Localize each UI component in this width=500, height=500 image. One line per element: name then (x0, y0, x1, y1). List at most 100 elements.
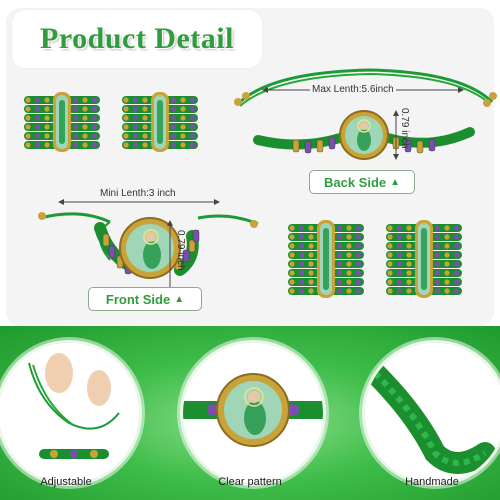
bead (355, 261, 362, 267)
bead (132, 106, 139, 112)
bead (189, 142, 196, 148)
bead (387, 288, 393, 294)
bead (434, 225, 441, 231)
bead (170, 124, 177, 130)
bead (444, 252, 450, 258)
mini-length-label: Mini Lenth:3 inch (98, 188, 178, 199)
bead (298, 243, 305, 249)
bead (453, 288, 460, 294)
bead (387, 252, 393, 258)
bead (289, 225, 295, 231)
bead (170, 106, 177, 112)
front-side-text: Front Side (105, 291, 171, 307)
page-title: Product Detail (40, 22, 234, 55)
bead (298, 270, 305, 276)
bead (336, 234, 343, 240)
bead (308, 243, 314, 249)
clear-pattern-illustration (183, 343, 323, 483)
bead (108, 245, 116, 259)
bead (444, 270, 450, 276)
bead (396, 279, 403, 285)
bead (170, 115, 177, 121)
bead (91, 142, 98, 148)
bead (132, 133, 139, 139)
bead (346, 270, 352, 276)
bead (336, 279, 343, 285)
bead (298, 252, 305, 258)
bead (336, 270, 343, 276)
bead (453, 279, 460, 285)
bead (406, 279, 412, 285)
max-length-label: Max Lenth:5.6inch (310, 84, 396, 95)
bead (396, 243, 403, 249)
bead (182, 249, 190, 263)
bead (34, 124, 41, 130)
medallion-figure (157, 100, 163, 144)
front-side-label: Front Side ▲ (88, 287, 202, 311)
triangle-up-icon: ▲ (390, 176, 401, 188)
bead (189, 124, 196, 130)
bead (355, 234, 362, 240)
title-banner: Product Detail (14, 12, 260, 66)
bead (453, 234, 460, 240)
bead (434, 288, 441, 294)
bead (336, 261, 343, 267)
adjustable-illustration (0, 343, 139, 483)
bead (91, 124, 98, 130)
bead (72, 115, 79, 121)
bead (91, 106, 98, 112)
bead (434, 279, 441, 285)
bead (180, 115, 186, 121)
bead (453, 225, 460, 231)
bead (328, 136, 336, 150)
bead (298, 225, 305, 231)
bead (72, 106, 79, 112)
bead (170, 133, 177, 139)
bead (387, 261, 393, 267)
bead (434, 252, 441, 258)
bead (170, 142, 177, 148)
bead (82, 115, 88, 121)
bead (406, 261, 412, 267)
bead (180, 124, 186, 130)
bead (406, 288, 412, 294)
bead (123, 97, 129, 103)
bead (453, 270, 460, 276)
feature-label-adjustable: Adjustable (40, 476, 92, 488)
bead (316, 139, 324, 153)
bead (308, 288, 314, 294)
bead (180, 106, 186, 112)
bead (406, 270, 412, 276)
medallion-figure (59, 100, 65, 144)
bead (355, 279, 362, 285)
bead (298, 279, 305, 285)
bead (355, 243, 362, 249)
bead (25, 124, 31, 130)
bead (346, 279, 352, 285)
bead (346, 252, 352, 258)
bead (82, 124, 88, 130)
bead (416, 140, 424, 154)
bead (91, 115, 98, 121)
bead (72, 133, 79, 139)
bead (298, 234, 305, 240)
bead (444, 261, 450, 267)
handmade-illustration (365, 343, 500, 483)
bead (142, 97, 148, 103)
bead (396, 261, 403, 267)
bead (289, 279, 295, 285)
back-side-text: Back Side (323, 174, 387, 190)
bead (453, 243, 460, 249)
bead (34, 106, 41, 112)
bead (123, 106, 129, 112)
bead (428, 138, 436, 152)
bead (44, 115, 50, 121)
bead (336, 252, 343, 258)
bead (192, 229, 200, 243)
bead (132, 97, 139, 103)
medallion-figure (421, 228, 427, 290)
bead (34, 115, 41, 121)
